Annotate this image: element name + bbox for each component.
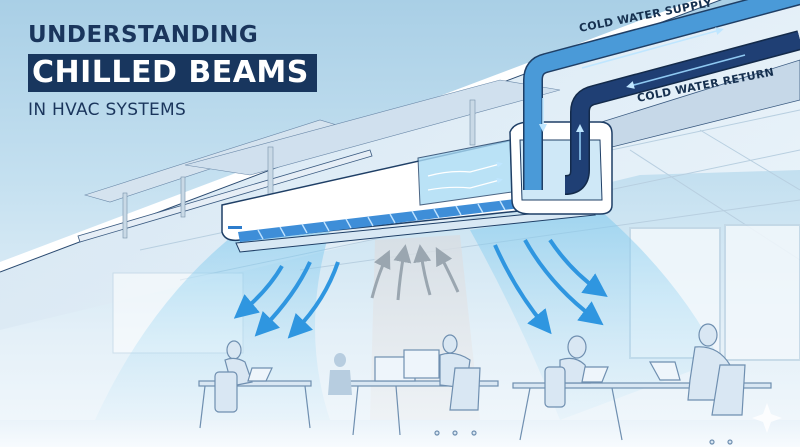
title-line-1: UNDERSTANDING	[28, 22, 259, 48]
person-woman-left	[226, 340, 242, 360]
title-line-2: CHILLED BEAMS	[28, 54, 317, 92]
title-line-3: IN HVAC SYSTEMS	[28, 100, 187, 120]
cold-water-return-pipe	[564, 30, 800, 195]
indicator-light	[228, 226, 242, 229]
cool-air-arrows	[233, 238, 608, 339]
title-block: UNDERSTANDING CHILLED BEAMS IN HVAC SYST…	[28, 22, 317, 120]
sparkle-icon	[752, 403, 782, 433]
person-man-middle	[442, 334, 458, 354]
cool-air-plume-left	[95, 230, 330, 420]
office-scene	[198, 323, 772, 445]
chilled-beam-unit	[221, 121, 613, 253]
person-woman-right	[567, 335, 587, 359]
warm-air-arrows	[370, 244, 460, 301]
person-man-right	[698, 323, 718, 347]
cold-water-supply-pipe	[523, 0, 800, 190]
desk-right	[512, 382, 772, 389]
